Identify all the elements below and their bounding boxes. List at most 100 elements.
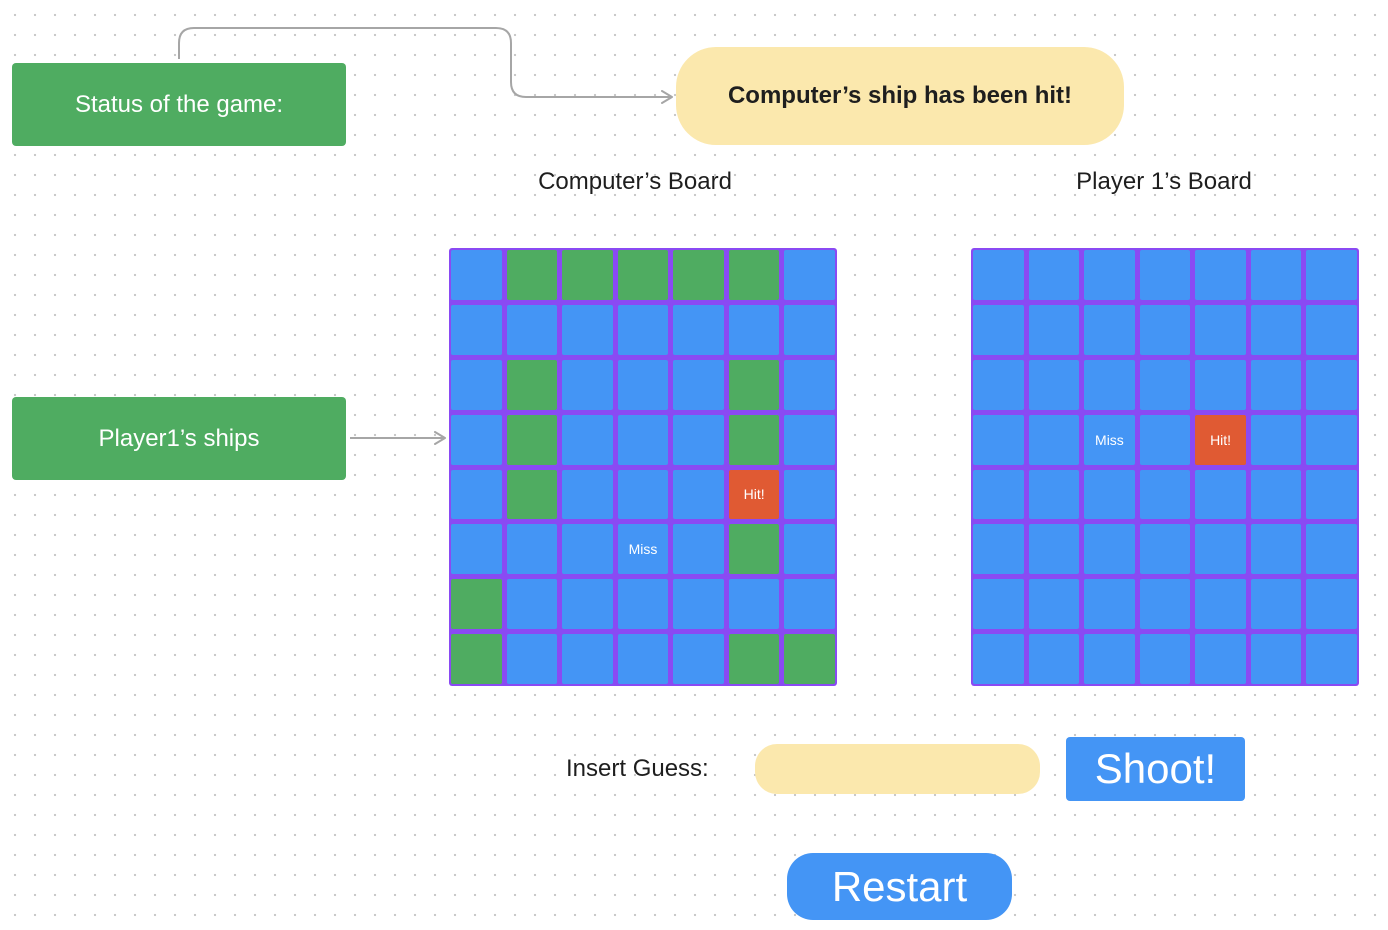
computer-board-cell-ship[interactable] <box>506 414 558 465</box>
computer-board-cell-ship[interactable] <box>506 469 558 520</box>
computer-board-cell-ship[interactable] <box>506 250 558 300</box>
computer-board-cell-water[interactable] <box>673 524 724 575</box>
computer-board-cell-ship[interactable] <box>451 579 502 630</box>
computer-board-cell-water[interactable] <box>617 469 669 520</box>
computer-board-cell-water[interactable] <box>784 359 835 410</box>
computer-board-cell-ship[interactable] <box>506 359 558 410</box>
player-board-cell-water[interactable] <box>1250 634 1302 684</box>
player-board-cell-water[interactable] <box>1195 469 1246 520</box>
computer-board-cell-water[interactable] <box>451 359 502 410</box>
computer-board-cell-water[interactable] <box>562 634 613 684</box>
player-board-cell-water[interactable] <box>1028 579 1080 630</box>
player-board-cell-water[interactable] <box>1139 524 1191 575</box>
computer-board-cell-water[interactable] <box>673 469 724 520</box>
player-board-cell-water[interactable] <box>1084 579 1135 630</box>
computer-board-cell-ship[interactable] <box>728 359 780 410</box>
computer-board-cell-water[interactable] <box>617 304 669 355</box>
player-board-cell-water[interactable] <box>1250 579 1302 630</box>
player-board-cell-hit[interactable]: Hit! <box>1195 414 1246 465</box>
computer-board-cell-water[interactable] <box>784 414 835 465</box>
player-board-cell-water[interactable] <box>1306 359 1357 410</box>
computer-board-cell-miss[interactable]: Miss <box>617 524 669 575</box>
player-board-cell-water[interactable] <box>973 469 1024 520</box>
computer-board-cell-water[interactable] <box>562 524 613 575</box>
player-board-cell-water[interactable] <box>1139 469 1191 520</box>
player-board-cell-water[interactable] <box>1084 634 1135 684</box>
player-board-cell-water[interactable] <box>1250 469 1302 520</box>
player-board-cell-water[interactable] <box>1139 304 1191 355</box>
player-board-cell-water[interactable] <box>1306 524 1357 575</box>
computer-board-cell-water[interactable] <box>784 304 835 355</box>
computer-board-cell-water[interactable] <box>617 634 669 684</box>
computer-board-cell-water[interactable] <box>451 469 502 520</box>
computer-board-cell-ship[interactable] <box>784 634 835 684</box>
computer-board-cell-water[interactable] <box>673 414 724 465</box>
player-board-cell-water[interactable] <box>973 250 1024 300</box>
computer-board-cell-ship[interactable] <box>617 250 669 300</box>
player-board-cell-water[interactable] <box>973 359 1024 410</box>
guess-input[interactable] <box>755 744 1040 794</box>
player-board-cell-water[interactable] <box>1084 304 1135 355</box>
computer-board-cell-ship[interactable] <box>451 634 502 684</box>
player-board-cell-water[interactable] <box>1306 304 1357 355</box>
player-board-cell-water[interactable] <box>973 304 1024 355</box>
player-board-cell-water[interactable] <box>1139 634 1191 684</box>
restart-button[interactable]: Restart <box>787 853 1012 920</box>
player-board-cell-water[interactable] <box>1195 579 1246 630</box>
player-board-cell-water[interactable] <box>1250 304 1302 355</box>
computer-board-cell-water[interactable] <box>728 579 780 630</box>
player-board-cell-water[interactable] <box>1306 250 1357 300</box>
computer-board-cell-water[interactable] <box>562 414 613 465</box>
computer-board-cell-water[interactable] <box>617 359 669 410</box>
player-board-cell-water[interactable] <box>1195 524 1246 575</box>
computer-board-cell-water[interactable] <box>451 414 502 465</box>
player-board-cell-water[interactable] <box>1028 469 1080 520</box>
player-board-cell-water[interactable] <box>1028 524 1080 575</box>
player-board-cell-water[interactable] <box>1028 250 1080 300</box>
computer-board-cell-water[interactable] <box>451 304 502 355</box>
computer-board-cell-water[interactable] <box>728 304 780 355</box>
player-board-cell-water[interactable] <box>1250 359 1302 410</box>
computer-board-cell-water[interactable] <box>617 579 669 630</box>
player-board-cell-water[interactable] <box>973 414 1024 465</box>
player-board-cell-water[interactable] <box>1250 250 1302 300</box>
player-board-cell-water[interactable] <box>1250 414 1302 465</box>
computer-board-cell-water[interactable] <box>506 524 558 575</box>
computer-board-cell-water[interactable] <box>562 579 613 630</box>
computer-board-cell-water[interactable] <box>506 304 558 355</box>
player-board-cell-water[interactable] <box>1139 250 1191 300</box>
player-board-cell-water[interactable] <box>1139 414 1191 465</box>
computer-board-cell-water[interactable] <box>673 359 724 410</box>
computer-board-cell-water[interactable] <box>562 359 613 410</box>
player-board-cell-water[interactable] <box>1028 304 1080 355</box>
player-board-cell-water[interactable] <box>1084 524 1135 575</box>
player-board-cell-water[interactable] <box>1250 524 1302 575</box>
computer-board-cell-water[interactable] <box>562 304 613 355</box>
computer-board-cell-water[interactable] <box>784 469 835 520</box>
player-board-cell-water[interactable] <box>1028 634 1080 684</box>
computer-board-cell-water[interactable] <box>451 524 502 575</box>
computer-board-cell-ship[interactable] <box>673 250 724 300</box>
player-board-cell-miss[interactable]: Miss <box>1084 414 1135 465</box>
player-board-cell-water[interactable] <box>1028 359 1080 410</box>
computer-board-cell-water[interactable] <box>673 304 724 355</box>
player-board-cell-water[interactable] <box>1306 579 1357 630</box>
shoot-button[interactable]: Shoot! <box>1066 737 1245 801</box>
computer-board-cell-hit[interactable]: Hit! <box>728 469 780 520</box>
player-board-cell-water[interactable] <box>973 634 1024 684</box>
player-board-cell-water[interactable] <box>973 579 1024 630</box>
player-board-cell-water[interactable] <box>1195 359 1246 410</box>
player-board-cell-water[interactable] <box>1139 359 1191 410</box>
player-board-cell-water[interactable] <box>1195 634 1246 684</box>
computer-board-cell-water[interactable] <box>617 414 669 465</box>
computer-board-cell-water[interactable] <box>673 579 724 630</box>
player-board-cell-water[interactable] <box>1306 414 1357 465</box>
computer-board-cell-water[interactable] <box>784 250 835 300</box>
computer-board-cell-water[interactable] <box>784 524 835 575</box>
player-board-cell-water[interactable] <box>1195 250 1246 300</box>
player-board-cell-water[interactable] <box>1306 469 1357 520</box>
computer-board-cell-ship[interactable] <box>728 250 780 300</box>
computer-board-cell-ship[interactable] <box>728 414 780 465</box>
player-board-cell-water[interactable] <box>1084 250 1135 300</box>
player-board-cell-water[interactable] <box>1306 634 1357 684</box>
